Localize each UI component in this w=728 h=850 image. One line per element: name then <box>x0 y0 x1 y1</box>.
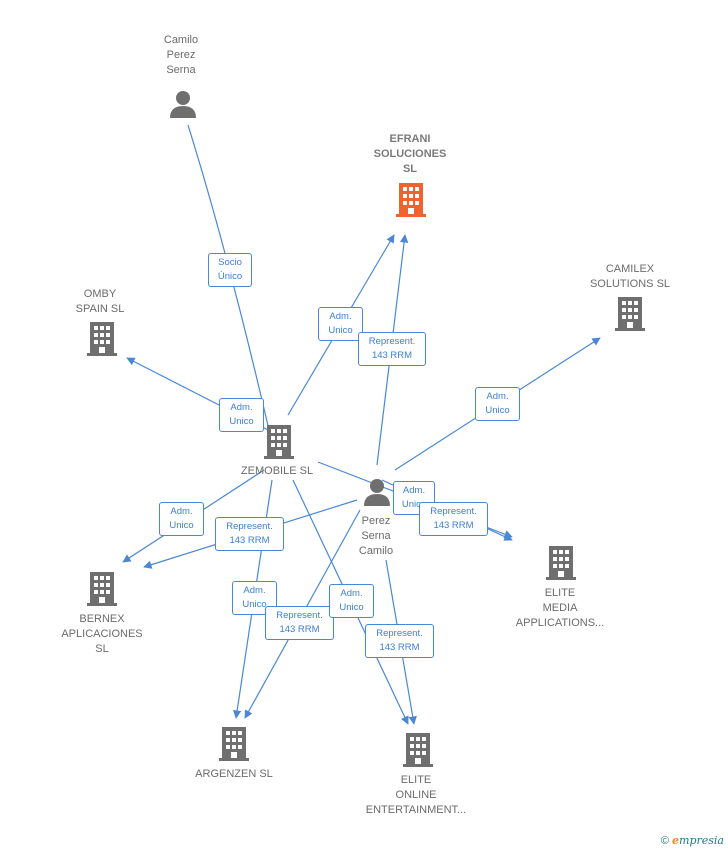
node-label-camilo-perez-serna[interactable]: Camilo Perez Serna <box>163 34 199 76</box>
copyright-icon: © <box>660 835 669 847</box>
edge-label-represent-argenzen[interactable]: Represent. 143 RRM <box>265 606 334 640</box>
node-label-argenzen[interactable]: ARGENZEN SL <box>195 768 273 780</box>
building-icon[interactable] <box>87 572 117 606</box>
node-label-camilex[interactable]: CAMILEX SOLUTIONS SL <box>589 263 671 290</box>
building-icon[interactable] <box>264 425 294 459</box>
person-icon[interactable] <box>169 90 197 118</box>
building-icon[interactable] <box>87 322 117 356</box>
node-label-perez-serna-camilo[interactable]: Perez Serna Camilo <box>358 515 394 557</box>
node-label-bernex[interactable]: BERNEX APLICACIONES SL <box>61 613 143 655</box>
building-icon[interactable] <box>219 727 249 761</box>
edge-label-adm-unico-elite-online[interactable]: Adm. Unico <box>329 584 374 618</box>
node-label-efrani[interactable]: EFRANI SOLUCIONES SL <box>373 133 447 175</box>
edge-label-represent-efrani[interactable]: Represent. 143 RRM <box>358 332 426 366</box>
edge-label-represent-bernex[interactable]: Represent. 143 RRM <box>215 517 284 551</box>
edge-label-adm-unico-bernex[interactable]: Adm. Unico <box>159 502 204 536</box>
footer-brand: © empresia <box>661 834 724 847</box>
edge-label-adm-unico-omby[interactable]: Adm. Unico <box>219 398 264 432</box>
building-icon[interactable] <box>396 183 426 217</box>
person-icon[interactable] <box>363 478 391 506</box>
edge-label-adm-unico-efrani[interactable]: Adm. Unico <box>318 307 363 341</box>
edge-label-adm-unico-camilex[interactable]: Adm. Unico <box>475 387 520 421</box>
brand-logo: empresia <box>672 834 724 847</box>
node-label-elite-online[interactable]: ELITE ONLINE ENTERTAINMENT... <box>365 774 467 816</box>
brand-initial: e <box>672 834 680 847</box>
brand-name: mpresia <box>679 834 724 847</box>
building-icon[interactable] <box>403 733 433 767</box>
edge-label-represent-elite-media[interactable]: Represent. 143 RRM <box>419 502 488 536</box>
edge-label-socio-unico[interactable]: Socio Único <box>208 253 252 287</box>
node-label-elite-media[interactable]: ELITE MEDIA APPLICATIONS... <box>515 587 605 629</box>
building-icon[interactable] <box>546 546 576 580</box>
node-label-omby[interactable]: OMBY SPAIN SL <box>75 288 125 315</box>
edge-label-represent-elite-online[interactable]: Represent. 143 RRM <box>365 624 434 658</box>
building-icon[interactable] <box>615 297 645 331</box>
node-label-zemobile[interactable]: ZEMOBILE SL <box>240 465 314 477</box>
